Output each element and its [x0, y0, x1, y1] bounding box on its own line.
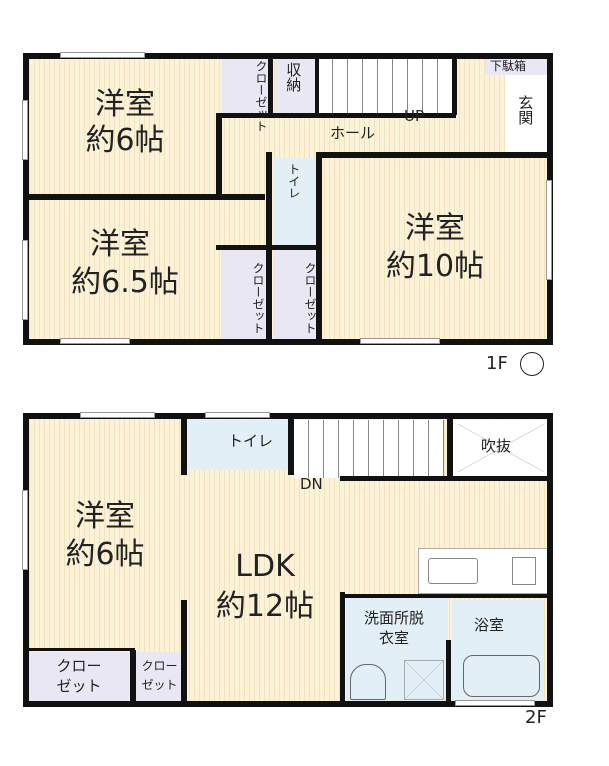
closet-top	[222, 58, 270, 115]
bathroom	[452, 600, 544, 703]
stairs-1f	[318, 58, 455, 115]
closet-right	[273, 250, 318, 340]
stairs-down-label: DN	[300, 475, 323, 493]
toilet-1f	[273, 158, 318, 248]
closet-b-label: クローゼット	[141, 659, 178, 692]
bedroom-c-size: 約10帖	[385, 249, 485, 284]
closet-a-label: クローゼット	[56, 657, 102, 695]
toilet-2f-label: トイレ	[228, 432, 274, 450]
hall-label: ホール	[330, 124, 376, 142]
closet-b	[136, 652, 183, 703]
bedroom-b-size: 約6.5帖	[71, 265, 179, 300]
compass-icon	[520, 352, 544, 376]
closet-left	[221, 250, 268, 340]
washer-pan-icon	[404, 660, 444, 700]
storage	[275, 58, 315, 115]
ldk-name: LDK	[235, 549, 295, 584]
sink-icon	[428, 558, 478, 584]
bathtub-icon	[463, 655, 540, 697]
toilet-1f-label: トイレ	[286, 163, 301, 199]
ldk-size: 約12帖	[215, 589, 315, 624]
shoe-box	[485, 58, 549, 75]
bedroom-2f-name: 洋室	[75, 499, 135, 534]
entrance-label: 玄関	[516, 95, 535, 125]
void-cross-icon	[458, 424, 544, 472]
shoe-box-label: 下駄箱	[490, 59, 527, 73]
toilet-2f	[186, 420, 290, 470]
storage-label: 収納	[284, 62, 303, 92]
bathroom-label: 浴室	[474, 616, 505, 634]
stove-icon	[512, 557, 536, 585]
floor-2-label: 2F	[525, 707, 547, 728]
washroom-label: 洗面所脱衣室	[363, 609, 424, 647]
stairs-up-label: UP	[404, 107, 425, 125]
bedroom-2f-size: 約6帖	[65, 537, 145, 572]
wash-basin-icon	[350, 664, 386, 700]
void-label: 吹抜	[481, 437, 512, 455]
floor-1-label: 1F	[486, 353, 508, 374]
bedroom-b-name: 洋室	[90, 227, 150, 262]
bedroom-c-name: 洋室	[405, 211, 465, 246]
bedroom-a-name: 洋室	[95, 87, 155, 122]
stairs-2f	[294, 420, 444, 478]
closet-left-label: クローゼット	[251, 262, 265, 334]
kitchen-counter	[418, 548, 548, 594]
closet-top-label: クローゼット	[254, 60, 268, 132]
closet-a	[28, 652, 130, 703]
closet-right-label: クローゼット	[303, 262, 317, 334]
bedroom-a-size: 約6帖	[85, 123, 165, 158]
